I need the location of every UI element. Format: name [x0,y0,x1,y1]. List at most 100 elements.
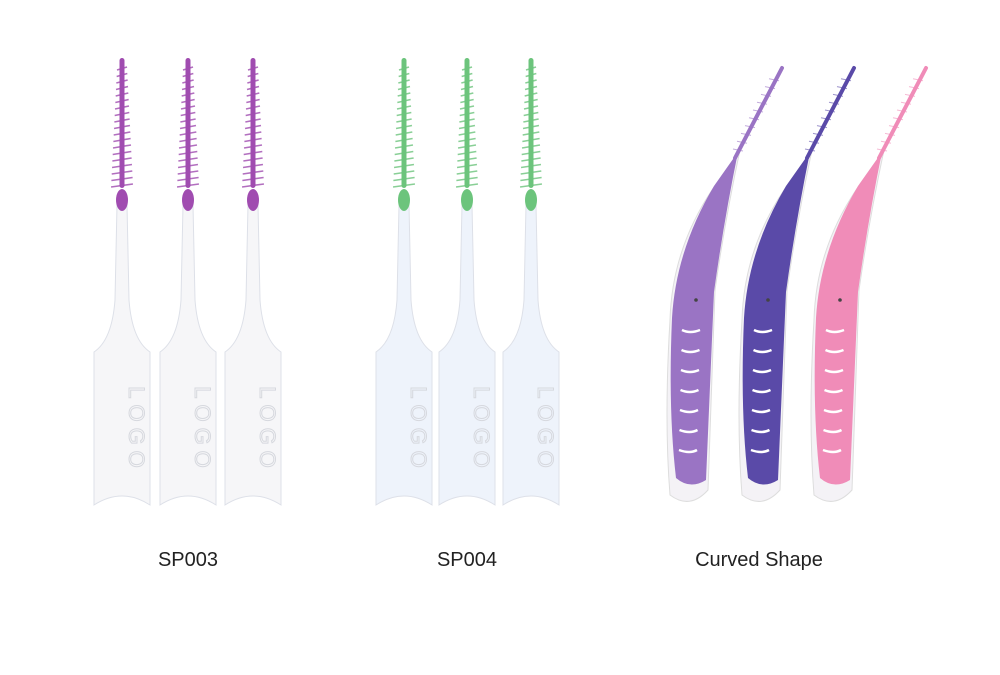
bristle [461,72,473,78]
bristle [181,85,195,91]
bristle [748,117,760,121]
bristle [458,137,476,143]
logo-emboss: LOGO [124,386,149,474]
bristle [523,118,539,123]
label-sp003: SP003 [157,549,219,571]
bristle [459,111,475,117]
bristle [116,72,128,78]
bristle [828,101,840,105]
bristle [457,150,477,156]
bristle [244,137,262,143]
bristle [245,105,261,110]
bristle [460,92,474,97]
bristle [113,131,131,136]
pick-handle [159,204,217,506]
pick-handle [438,204,496,506]
bristle [908,86,920,90]
bristle [892,117,904,121]
bristle [177,176,199,182]
bristle [816,125,828,129]
bristle [114,118,130,123]
bristle [396,118,412,123]
bristle [243,157,263,162]
bristle [521,144,541,149]
bristle [880,140,892,144]
bristle [179,137,197,143]
bristle [116,66,128,71]
interdental-pick: LOGO [375,58,433,506]
grip-ridge [751,408,771,414]
brush-base [182,189,194,211]
grip-ridge [678,448,698,454]
label-sp004: SP004 [436,549,498,571]
grip-ridge [681,328,701,334]
bristle [177,163,199,169]
grip-ridge [750,448,770,454]
bristle [523,111,539,117]
logo-emboss: LOGO [533,386,558,474]
bristle [522,124,540,130]
bristle [832,93,844,97]
grip-ridge [752,368,772,374]
brush-base [398,189,410,211]
bristle [912,78,924,82]
bristle [900,101,912,105]
brush-core [401,58,407,188]
brush-core [250,58,256,188]
bristle [180,105,196,110]
bristle [520,170,542,175]
brush-core [464,58,470,188]
bristle [904,93,916,97]
bristle [744,125,756,129]
bristle [398,79,410,84]
pick-handle [375,204,433,506]
bristle [524,92,538,97]
bristle [180,111,196,117]
grip-ridge [679,428,699,434]
bristle [395,131,413,136]
bristle [521,157,541,162]
bristle [808,140,820,144]
interdental-pick: LOGO [224,58,282,506]
bristle [178,144,198,149]
bristle [392,183,416,188]
handle-body [814,152,882,485]
bristle [824,109,836,113]
bristle [525,66,537,71]
curved-pick [666,66,784,502]
interdental-pick: LOGO [93,58,151,506]
interdental-pick: LOGO [438,58,496,506]
bristle [394,144,414,149]
bristle [114,111,130,117]
bristle [182,79,194,84]
bristle [732,148,744,152]
bristle [896,109,908,113]
bristle [246,92,260,97]
bristle [181,98,195,104]
bristle [458,131,476,136]
bristle [241,183,265,188]
bristle [181,92,195,97]
bristle [182,66,194,71]
bristle [836,86,848,90]
bristle [180,118,196,123]
grip-ridge [680,388,700,394]
bristle [520,176,542,182]
bristle [112,144,132,149]
bristle [115,85,129,91]
bristle [111,170,133,175]
brush-core [185,58,191,188]
bristle [247,72,259,78]
grip-ridge [752,348,772,354]
bristle [111,163,133,169]
brush-base [247,189,259,211]
bristle [521,150,541,156]
bristle [394,150,414,156]
bristle [245,118,261,123]
brush-base [525,189,537,211]
bristle [179,131,197,136]
bristle [116,79,128,84]
bristle [115,98,129,104]
bristle [243,144,263,149]
brush-base [116,189,128,211]
